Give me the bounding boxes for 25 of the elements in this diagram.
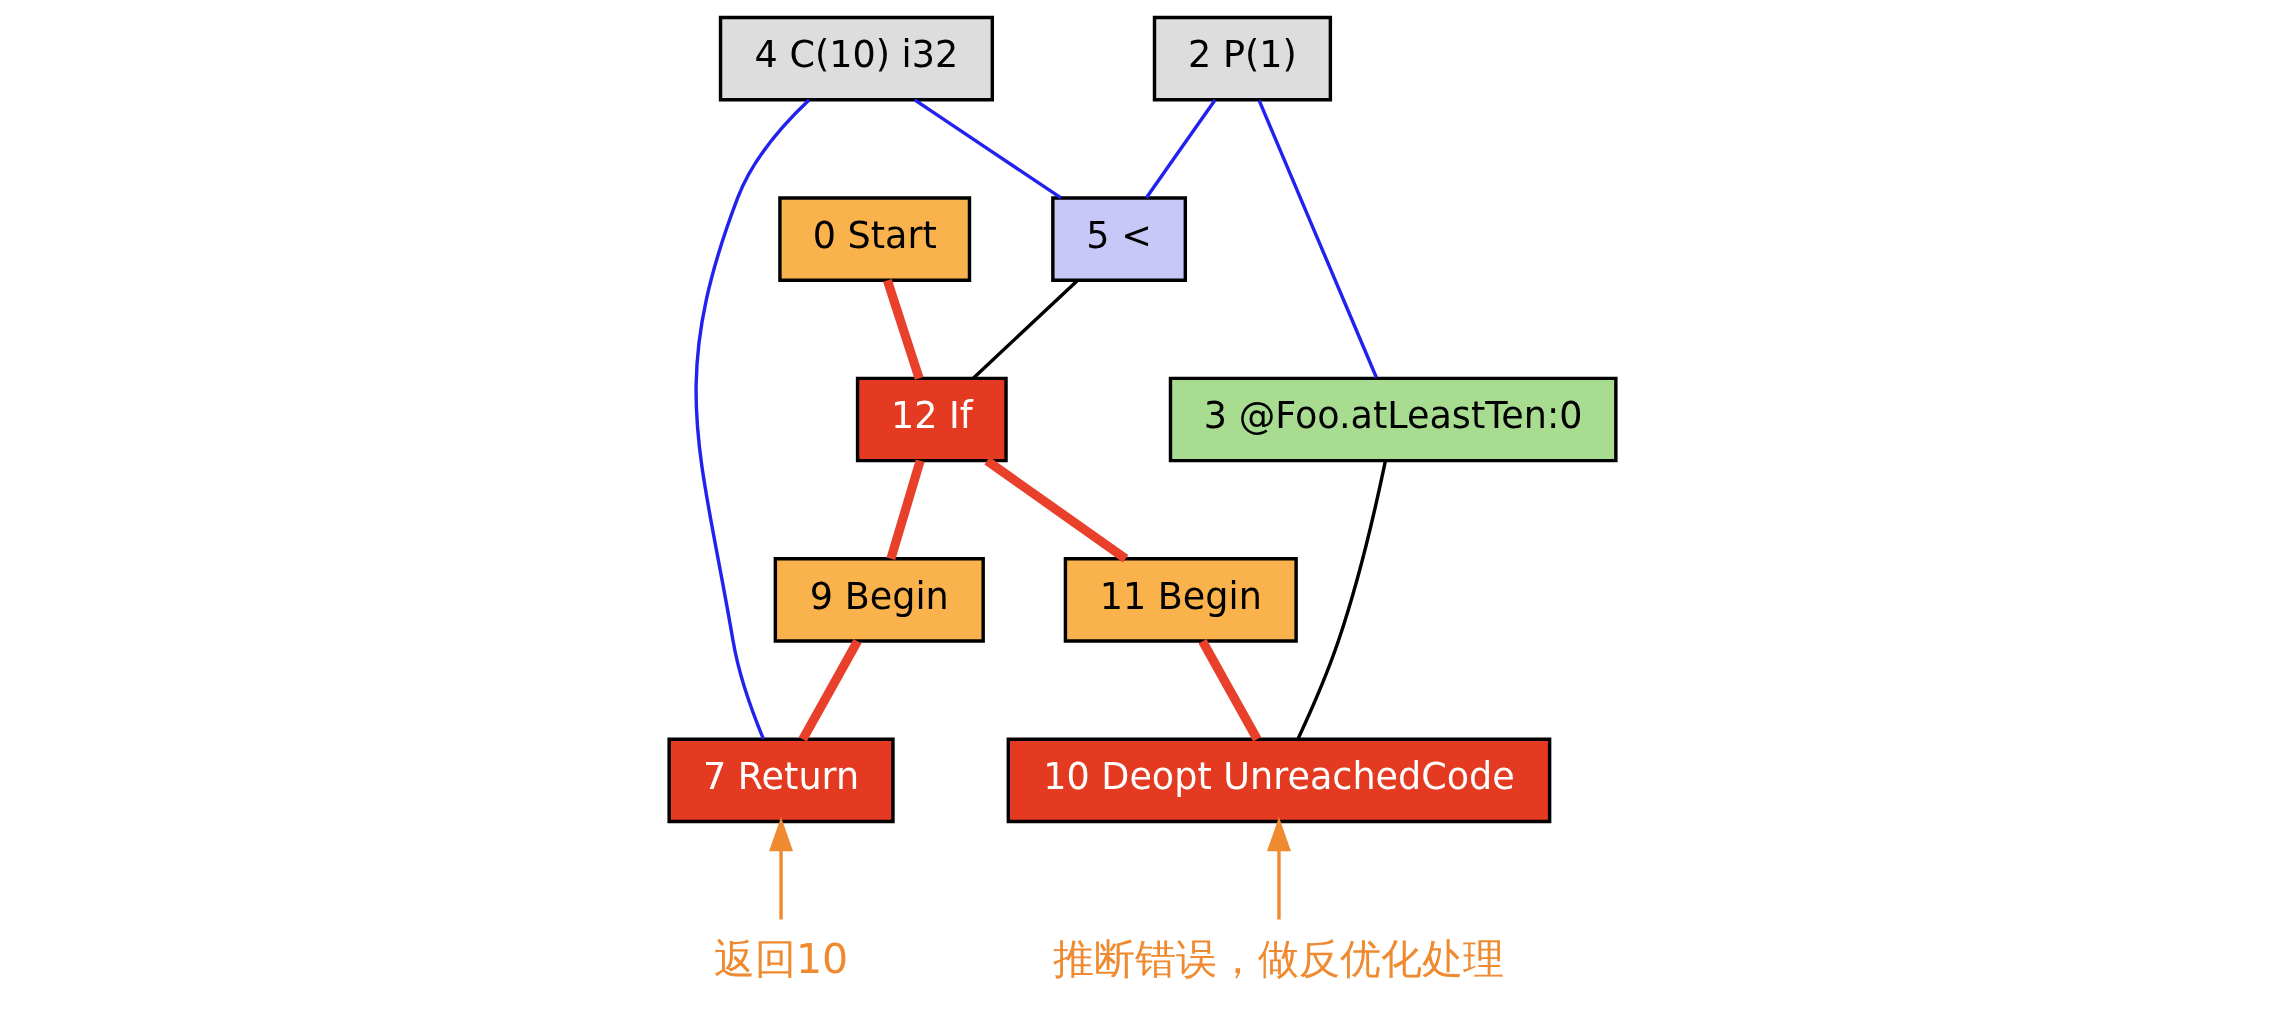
node-box: 4 C(10) i32: [718, 15, 994, 102]
node-box: 11 Begin: [1063, 557, 1298, 643]
connector: [913, 98, 1062, 200]
connector: [1295, 460, 1387, 740]
node-box: 12 If: [855, 376, 1008, 463]
node-box: 2 P(1): [1152, 15, 1332, 102]
arrow: [768, 817, 793, 920]
connector: [971, 279, 1079, 380]
connector: [983, 457, 1128, 563]
connector: [1257, 99, 1378, 379]
node-box: 10 Deopt UnreachedCode: [1006, 737, 1551, 824]
connector: [1198, 639, 1261, 742]
connector: [798, 639, 861, 742]
node-text: 返回10: [713, 935, 848, 984]
connector: [882, 278, 923, 380]
node-box: 3 @Foo.atLeastTen:0: [1168, 376, 1618, 463]
node-box: 9 Begin: [773, 557, 985, 643]
node-box: 7 Return: [666, 737, 895, 824]
arrow: [1266, 817, 1291, 920]
connector: [1144, 98, 1216, 199]
node-box: 5 <: [1050, 196, 1187, 282]
node-box: 0 Start: [777, 196, 971, 282]
node-text: 推断错误，做反优化处理: [1052, 935, 1504, 984]
connector: [886, 459, 925, 561]
connector: [693, 98, 810, 740]
